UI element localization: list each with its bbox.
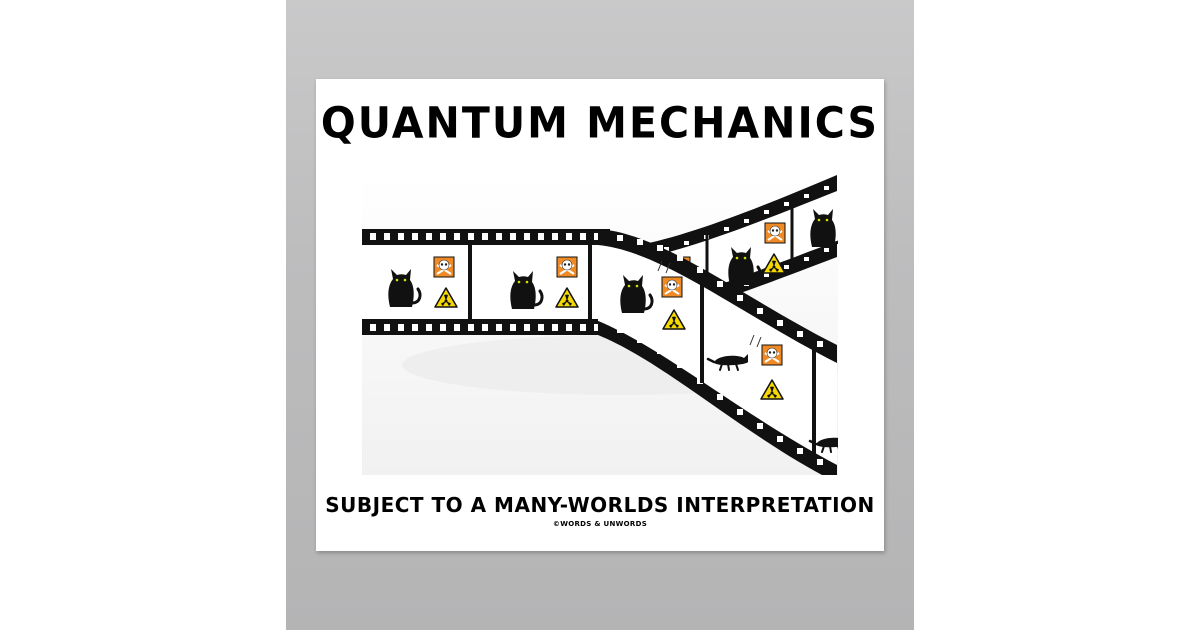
film-strip-illustration [362, 175, 838, 475]
copyright-notice: ©WORDS & UNWORDS [552, 520, 648, 528]
poster-subtitle: SUBJECT TO A MANY-WORLDS INTERPRETATION [325, 493, 875, 517]
poster: QUANTUM MECHANICS [316, 79, 884, 551]
poster-title: QUANTUM MECHANICS [320, 97, 880, 149]
